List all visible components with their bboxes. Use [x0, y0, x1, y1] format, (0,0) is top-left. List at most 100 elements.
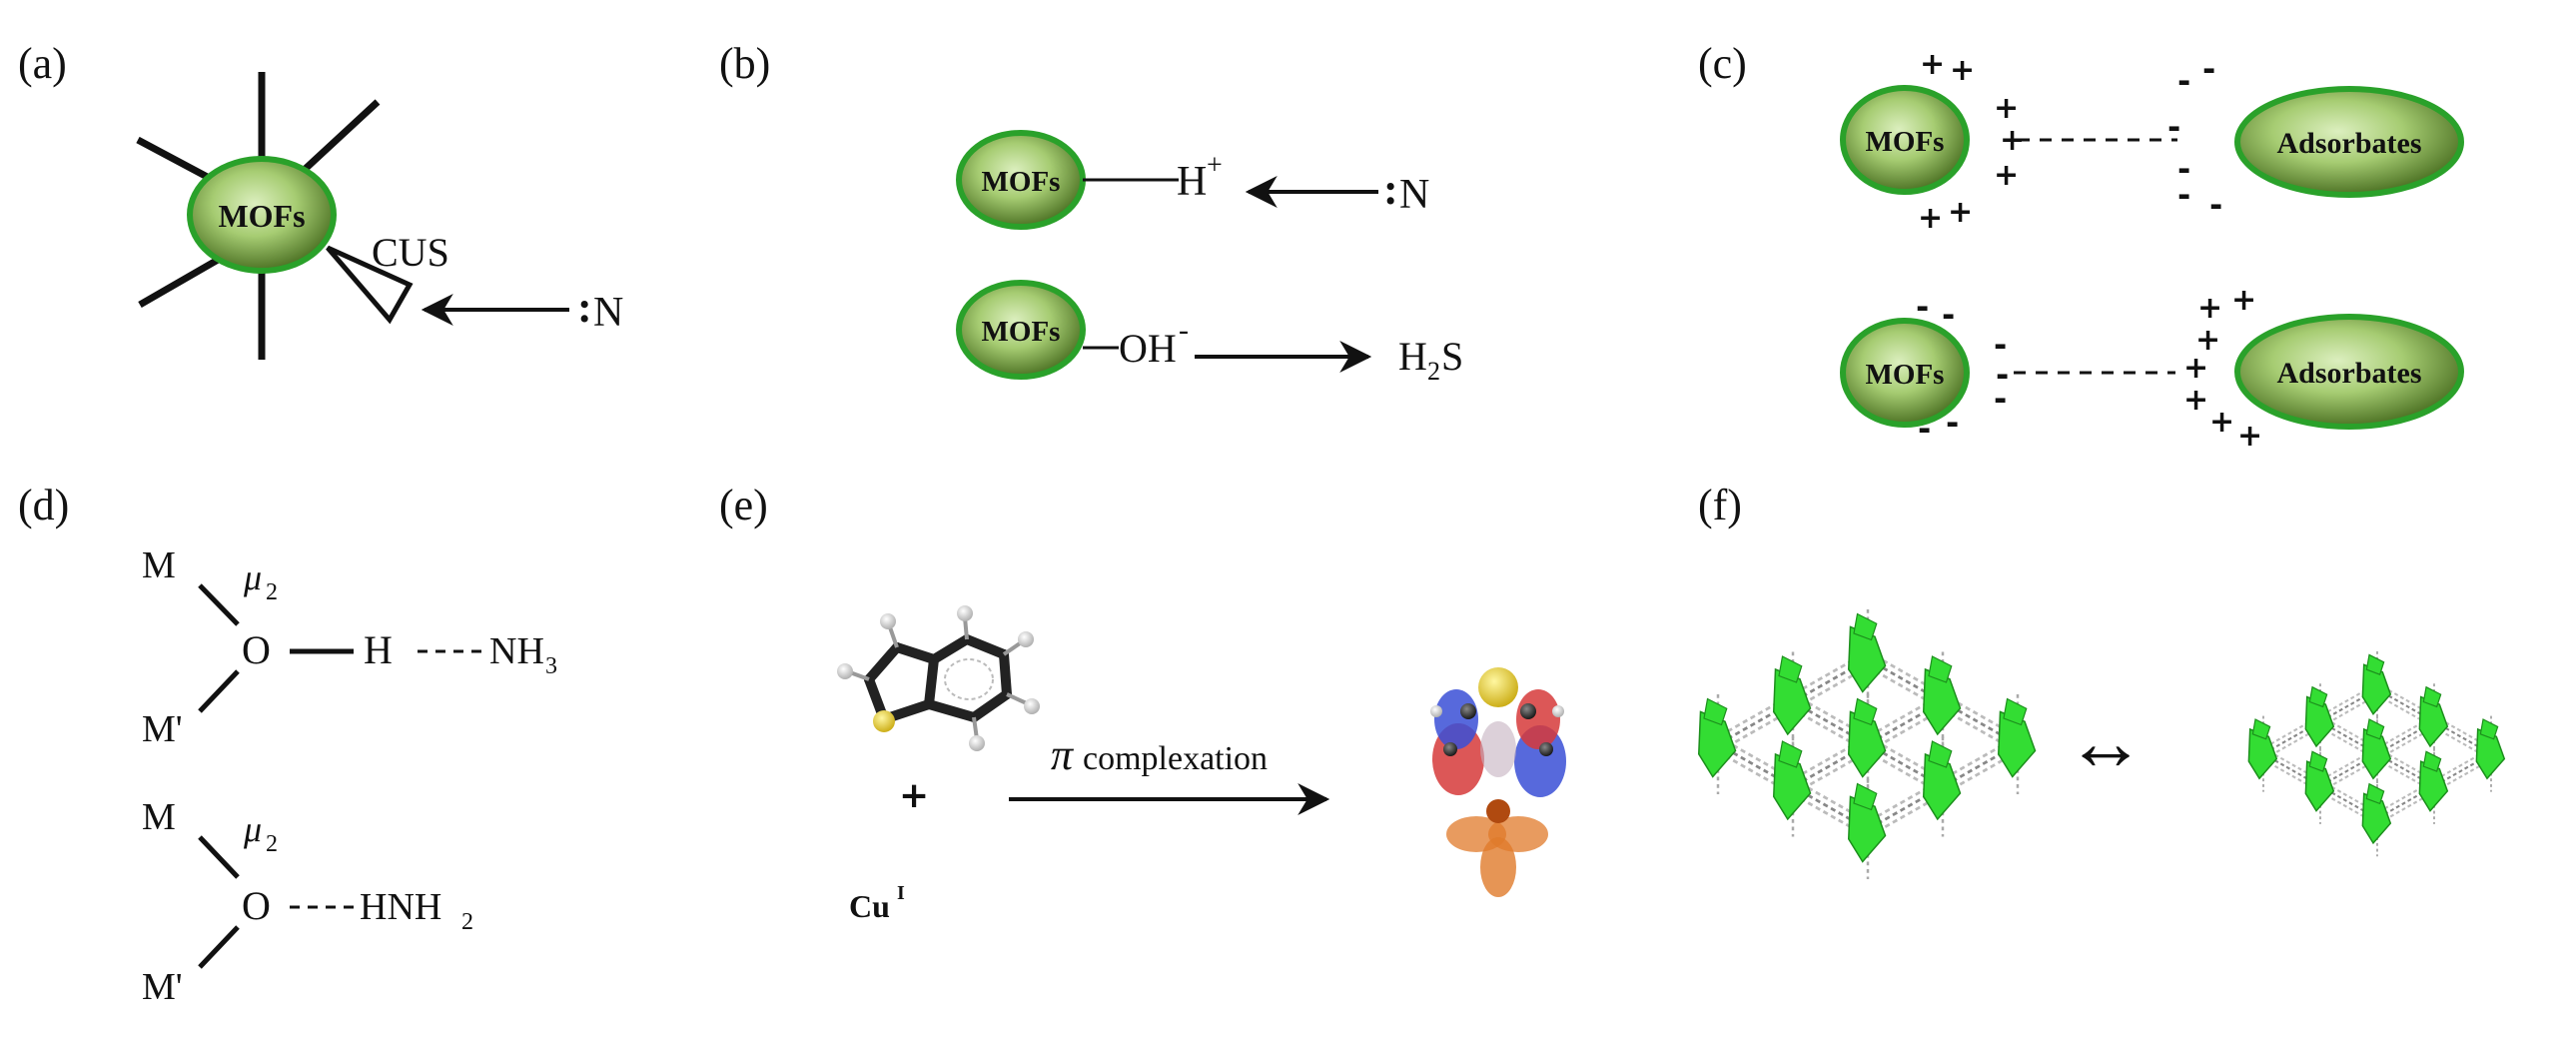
copper-atom — [1486, 799, 1510, 823]
panel-e-label: (e) — [719, 481, 768, 529]
panel-f-label: (f) — [1698, 481, 1742, 529]
hydroxide-label: OH — [1119, 326, 1177, 371]
svg-text:-: - — [2177, 176, 2190, 214]
svg-text:+: + — [1918, 201, 1943, 236]
svg-text:+: + — [1920, 47, 1945, 82]
adsorbates-negative-label: Adsorbates — [2276, 127, 2421, 160]
hydroxide-charge: - — [1179, 314, 1189, 347]
metal-cluster — [2308, 750, 2328, 772]
panel-d-label: (d) — [18, 481, 69, 529]
benzothiophene-molecule — [837, 605, 1040, 751]
metal-m-bottom: M — [142, 796, 176, 838]
oxygen-top: O — [242, 627, 271, 672]
svg-text:-: - — [2209, 186, 2222, 224]
metal-cluster — [1853, 782, 1878, 811]
hnh2-sub: 2 — [461, 909, 473, 935]
metal-cluster — [1928, 740, 1953, 768]
framework-linker — [1792, 650, 1869, 696]
nitrogen-label: N — [593, 290, 623, 336]
svg-text:+: + — [2195, 323, 2220, 358]
framework-linker — [1792, 735, 1869, 781]
svg-text:-: - — [1996, 356, 2009, 394]
panel-e: (e) — [719, 481, 1566, 924]
svg-text:-: - — [2177, 62, 2190, 100]
positive-charges-top: + + + + + + + — [1918, 47, 2025, 236]
adsorbates-positive-label: Adsorbates — [2276, 357, 2421, 390]
proton-label: H — [1177, 159, 1207, 205]
panel-b: (b) MOFs H + : N MOFs OH - H 2 S — [719, 39, 1463, 386]
mu-sub-top: 2 — [266, 579, 278, 605]
hnh2-label: HNH — [360, 886, 441, 928]
mofs-node-label: MOFs — [218, 198, 305, 234]
positive-charges-bottom: + + + + + + + — [2183, 283, 2262, 454]
svg-text:-: - — [2177, 150, 2190, 188]
svg-text:+: + — [2237, 419, 2262, 454]
negative-charges-bottom: - - - - - - - — [1916, 288, 2009, 448]
framework-linker — [2319, 682, 2378, 717]
negative-charges-top: - - - - - - — [2167, 50, 2222, 224]
ammonia-sub: 3 — [545, 653, 557, 679]
mofs-positive — [1840, 85, 1970, 195]
mofs-positive-label: MOFs — [1866, 126, 1945, 158]
lone-pair-colon: : — [577, 283, 592, 332]
complex-sulfur — [1478, 667, 1518, 707]
h2s-h: H — [1398, 334, 1427, 379]
svg-text:-: - — [1916, 288, 1929, 326]
bond-m-o-top — [198, 583, 240, 626]
metal-cluster — [2251, 718, 2271, 740]
pi-symbol: π — [1051, 730, 1075, 779]
mofs-negative — [1840, 318, 1970, 428]
bond-m-o-bottom — [198, 835, 240, 879]
proton-charge: + — [1207, 150, 1223, 181]
svg-text:-: - — [2202, 50, 2215, 88]
svg-text:+: + — [2209, 405, 2234, 440]
svg-text:+: + — [2197, 291, 2222, 326]
framework-linker — [2376, 714, 2435, 749]
svg-text:+: + — [2183, 383, 2208, 418]
mofs-node-acid-label: MOFs — [982, 166, 1061, 198]
mu-bottom: μ — [243, 809, 262, 849]
panel-a: (a) MOFs CUS : N — [18, 39, 623, 360]
svg-text:+: + — [2231, 283, 2256, 318]
svg-text:+: + — [1948, 195, 1973, 230]
nitrogen-label-b: N — [1399, 172, 1429, 218]
metal-cluster — [1853, 612, 1878, 641]
svg-text:-: - — [1994, 326, 2007, 364]
svg-text:+: + — [1994, 158, 2019, 193]
framework-linker — [1942, 735, 2019, 781]
metal-cluster — [2003, 697, 2028, 726]
panel-c: (c) MOFs + + + + + + + - - - - - - Adsor… — [1698, 39, 2464, 454]
ammonia-label: NH — [489, 630, 544, 672]
framework-linker — [1867, 777, 1944, 823]
bond-o-m-prime-top — [198, 669, 240, 713]
pi-complex-orbitals — [1430, 667, 1566, 897]
svg-text:+: + — [2183, 351, 2208, 386]
panel-a-label: (a) — [18, 39, 67, 88]
metal-cluster — [2479, 718, 2499, 740]
metal-cluster — [1853, 697, 1878, 726]
metal-cluster — [1778, 655, 1803, 683]
framework-linker — [2319, 746, 2378, 782]
metal-cluster — [2365, 718, 2385, 740]
cus-label: CUS — [372, 230, 449, 275]
svg-text:-: - — [1946, 404, 1959, 442]
metal-cluster — [1928, 655, 1953, 683]
metal-m-prime-bottom: M' — [142, 966, 183, 1008]
svg-text:+: + — [1994, 91, 2019, 126]
copper-oxidation-state: I — [897, 882, 905, 904]
oxygen-bottom: O — [242, 883, 271, 928]
h2s-subscript: 2 — [1427, 357, 1440, 386]
mu-sub-bottom: 2 — [266, 831, 278, 857]
metal-cluster — [2365, 653, 2385, 675]
svg-text:-: - — [1942, 296, 1955, 334]
metal-m-prime-top: M' — [142, 708, 183, 750]
metal-cluster — [1703, 697, 1728, 726]
mofs-node — [187, 156, 337, 274]
metal-cluster — [2422, 685, 2442, 708]
cus-site — [326, 245, 414, 325]
metal-cluster — [2365, 782, 2385, 805]
framework-linker — [2376, 779, 2435, 814]
framework-linker — [2433, 746, 2492, 782]
framework-contracted — [2247, 651, 2506, 857]
